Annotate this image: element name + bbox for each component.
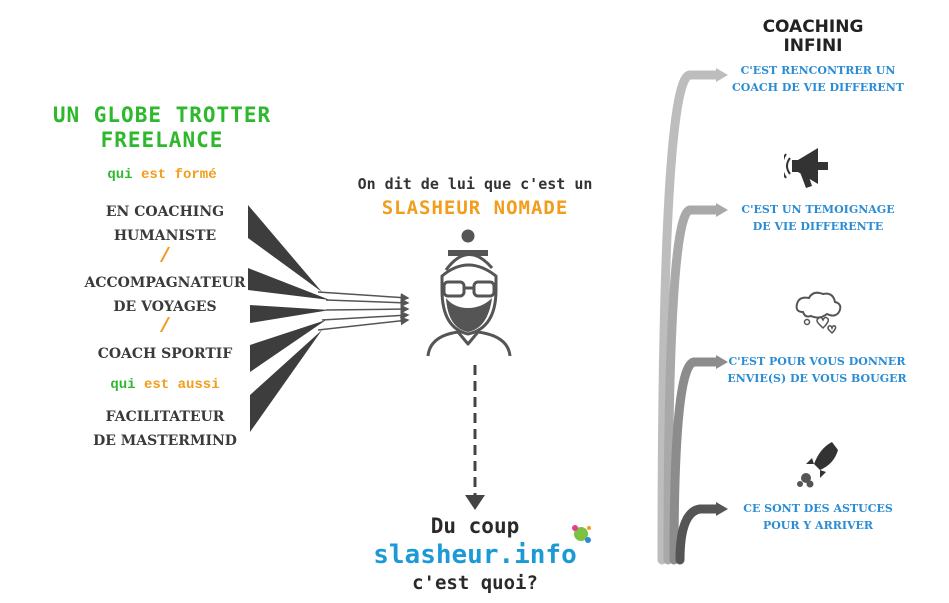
item-2: C'EST UN TEMOIGNAGE DE VIE DIFFERENTE — [728, 201, 908, 235]
heading-line1: COACHING — [762, 17, 864, 37]
est-aussi-label: est aussi — [144, 377, 220, 393]
role-coaching-line1: EN COACHING — [105, 204, 225, 220]
item1-line2: COACH DE VIE DIFFERENT — [732, 81, 904, 94]
role-coach-sportif: COACH SPORTIF — [97, 346, 233, 362]
slasheur-nomade: SLASHEUR NOMADE — [381, 197, 569, 219]
item-3: C'EST POUR VOUS DONNER ENVIE(S) DE VOUS … — [722, 353, 912, 387]
wedge-2 — [248, 268, 330, 300]
item-4: CE SONT DES ASTUCES POUR Y ARRIVER — [728, 500, 908, 534]
item1-line1: C'EST RENCONTRER UN — [740, 64, 896, 77]
item3-line2: ENVIE(S) DE VOUS BOUGER — [727, 372, 907, 385]
wedge-1 — [248, 205, 322, 292]
brand-name: slasheur.info — [373, 540, 577, 570]
thought-cloud-hearts-icon — [795, 291, 842, 335]
coaching-infini-heading: COACHING INFINI — [748, 18, 878, 56]
item-1: C'EST RENCONTRER UN COACH DE VIE DIFFERE… — [728, 62, 908, 96]
slash-2: / — [158, 316, 171, 339]
role-facilitateur: FACILITATEUR DE MASTERMIND — [70, 405, 260, 453]
paint-splash-icon — [572, 525, 591, 543]
role-coaching-line2: HUMANISTE — [113, 228, 217, 244]
avatar-icon — [426, 229, 512, 357]
role-coaching: EN COACHING HUMANISTE — [80, 200, 250, 248]
megaphone-icon — [784, 148, 828, 188]
role-accompagnateur-line1: ACCOMPAGNATEUR — [84, 275, 246, 291]
qui2-label: qui — [110, 377, 136, 393]
question: c'est quoi? — [412, 572, 538, 594]
dashed-down-arrow — [465, 365, 485, 510]
role-accompagnateur-line2: DE VOYAGES — [113, 299, 217, 315]
slash-1: / — [158, 246, 171, 269]
wedge-5 — [250, 330, 322, 432]
wedge-3 — [250, 305, 330, 323]
said-line: On dit de lui que c'est un — [357, 175, 593, 193]
left-title-line1: UN GLOBE TROTTER — [52, 103, 272, 127]
qui-label: qui — [107, 167, 133, 183]
wedge-4 — [250, 320, 326, 372]
est-forme-label: est formé — [141, 167, 217, 183]
item2-line2: DE VIE DIFFERENTE — [752, 220, 884, 233]
qui-est-forme: qui est formé — [22, 167, 302, 183]
role-facilitateur-line2: DE MASTERMIND — [93, 433, 237, 449]
item2-line1: C'EST UN TEMOIGNAGE — [741, 203, 895, 216]
du-coup: Du coup — [430, 514, 520, 538]
left-title-line2: FREELANCE — [100, 128, 224, 152]
role-accompagnateur: ACCOMPAGNATEUR DE VOYAGES — [70, 271, 260, 319]
item3-line1: C'EST POUR VOUS DONNER — [728, 355, 906, 368]
rocket-icon — [797, 442, 838, 488]
item4-line1: CE SONT DES ASTUCES — [743, 502, 893, 515]
heading-line2: INFINI — [783, 36, 843, 56]
qui-est-aussi: qui est aussi — [70, 377, 260, 393]
item4-line2: POUR Y ARRIVER — [762, 519, 874, 532]
role-facilitateur-line1: FACILITATEUR — [105, 409, 225, 425]
